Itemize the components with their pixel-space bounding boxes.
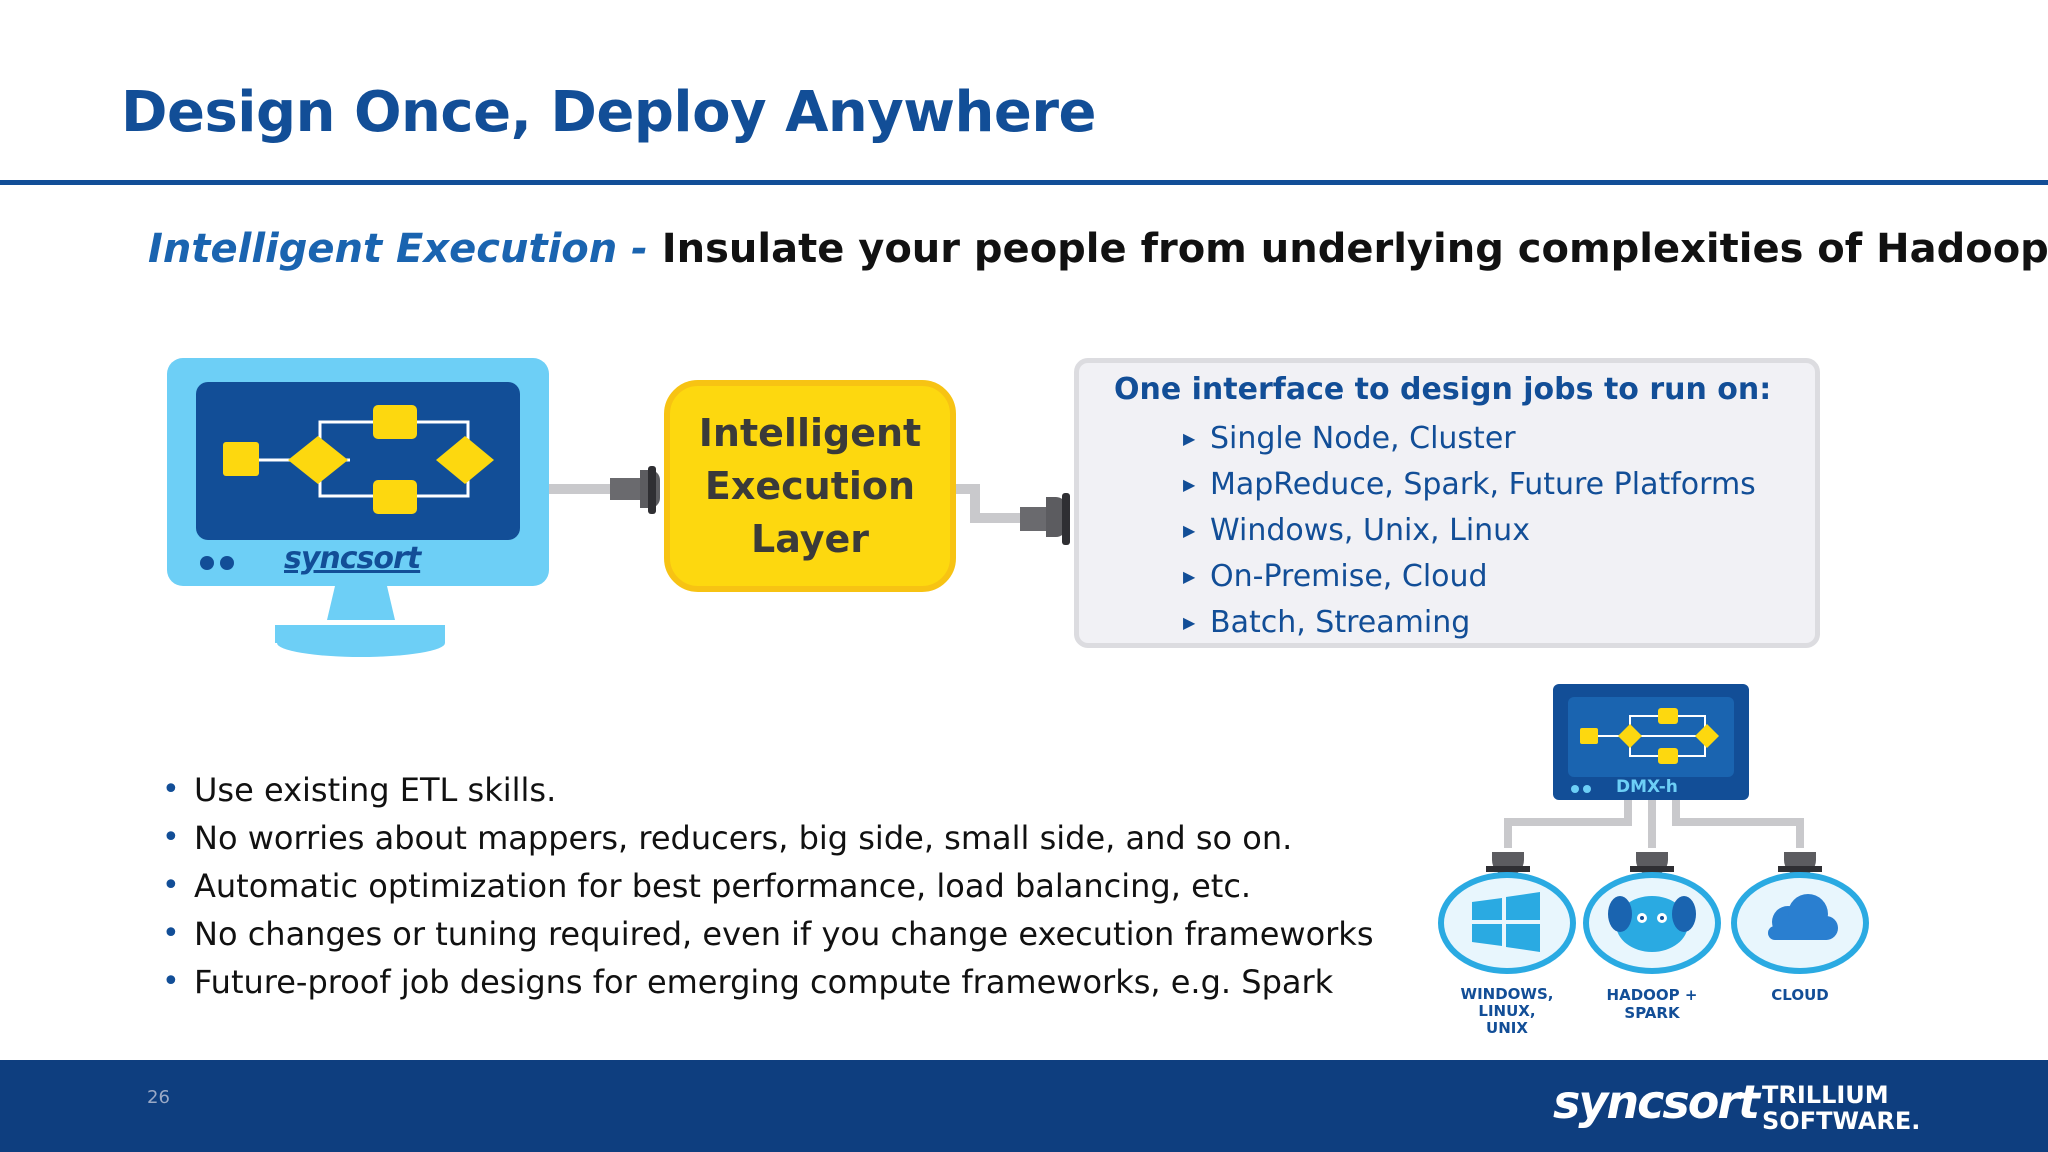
syncsort-logo: syncsort bbox=[1553, 1075, 1760, 1129]
triangle-bullet-icon: ▶ bbox=[1183, 567, 1196, 586]
connector-cable-right bbox=[956, 484, 1070, 545]
list-item: ▶On-Premise, Cloud bbox=[1180, 554, 1756, 600]
dmx-label: DMX-h bbox=[1616, 777, 1678, 797]
intelligent-execution-layer-box: Intelligent Execution Layer bbox=[664, 380, 956, 592]
dmx-tree-lines bbox=[1504, 800, 1804, 848]
list-item: •No worries about mappers, reducers, big… bbox=[160, 814, 1374, 862]
iel-label: Intelligent Execution Layer bbox=[698, 410, 922, 561]
list-item: ▶Windows, Unix, Linux bbox=[1180, 508, 1756, 554]
list-item: •Use existing ETL skills. bbox=[160, 766, 1374, 814]
page-title: Design Once, Deploy Anywhere bbox=[121, 80, 1096, 145]
target-caption-hadoop-spark: HADOOP + SPARK bbox=[1606, 986, 1698, 1022]
target-caption-cloud: CLOUD bbox=[1771, 986, 1829, 1004]
list-item: •Automatic optimization for best perform… bbox=[160, 862, 1374, 910]
target-caption-windows: WINDOWS, LINUX, UNIX bbox=[1460, 985, 1554, 1037]
bullet-dot-icon: • bbox=[162, 820, 180, 855]
footer-bar bbox=[0, 1060, 2048, 1152]
triangle-bullet-icon: ▶ bbox=[1183, 613, 1196, 632]
title-divider bbox=[0, 180, 2048, 185]
bullet-dot-icon: • bbox=[162, 916, 180, 951]
list-item: ▶Batch, Streaming bbox=[1180, 600, 1756, 646]
benefits-list: •Use existing ETL skills. •No worries ab… bbox=[160, 766, 1374, 1006]
triangle-bullet-icon: ▶ bbox=[1183, 521, 1196, 540]
flow-chart-icon bbox=[223, 405, 494, 514]
windows-icon bbox=[1438, 872, 1576, 974]
list-item: ▶Single Node, Cluster bbox=[1180, 416, 1756, 462]
bullet-dot-icon: • bbox=[162, 868, 180, 903]
dmx-server-icon bbox=[1553, 684, 1749, 800]
page-number: 26 bbox=[147, 1087, 170, 1108]
trillium-logo: TRILLIUM SOFTWARE. bbox=[1762, 1081, 1921, 1135]
platform-info-box bbox=[1074, 358, 1820, 648]
monitor-icon bbox=[167, 358, 549, 657]
triangle-bullet-icon: ▶ bbox=[1183, 475, 1196, 494]
connector-cable-left bbox=[549, 466, 660, 514]
cloud-icon bbox=[1731, 872, 1869, 974]
hadoop-spark-icon bbox=[1583, 872, 1721, 974]
list-item: ▶MapReduce, Spark, Future Platforms bbox=[1180, 462, 1756, 508]
dmx-plugs bbox=[1486, 852, 1822, 876]
subtitle-emphasis: Intelligent Execution - bbox=[148, 226, 662, 272]
triangle-bullet-icon: ▶ bbox=[1183, 429, 1196, 448]
subtitle-text: Insulate your people from underlying com… bbox=[661, 226, 2048, 272]
subtitle: Intelligent Execution - Insulate your pe… bbox=[148, 226, 2048, 272]
bullet-dot-icon: • bbox=[162, 772, 180, 807]
list-item: •No changes or tuning required, even if … bbox=[160, 910, 1374, 958]
list-item: •Future-proof job designs for emerging c… bbox=[160, 958, 1374, 1006]
info-box-heading: One interface to design jobs to run on: bbox=[1114, 372, 1772, 407]
bullet-dot-icon: • bbox=[162, 964, 180, 999]
monitor-brand-logo: syncsort bbox=[284, 541, 421, 576]
platform-list: ▶Single Node, Cluster ▶MapReduce, Spark,… bbox=[1180, 416, 1756, 646]
